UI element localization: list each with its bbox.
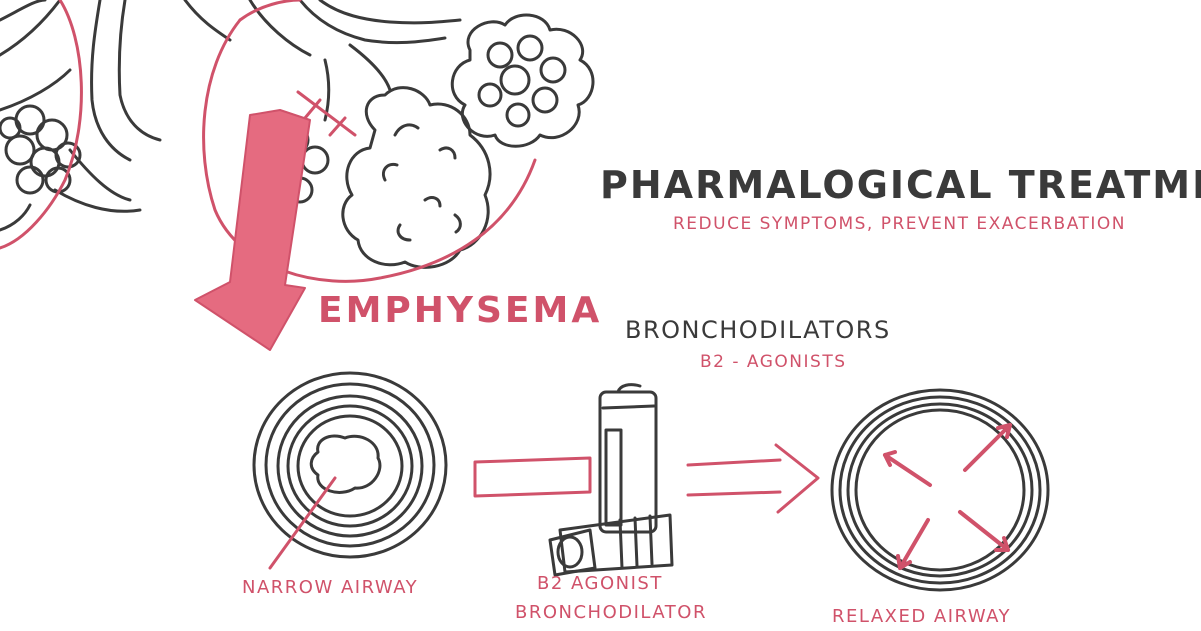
double-arrow bbox=[686, 443, 820, 514]
page-subtitle: REDUCE SYMPTOMS, PREVENT EXACERBATION bbox=[673, 214, 1127, 234]
drug-subclass-label: B2 - AGONISTS bbox=[700, 352, 847, 372]
relaxed-airway bbox=[830, 388, 1050, 592]
narrow-airway-pointer bbox=[268, 476, 337, 570]
alveoli-cluster-left bbox=[0, 104, 82, 195]
emphysema-label: EMPHYSEMA bbox=[318, 290, 603, 331]
narrow-airway-label: NARROW AIRWAY bbox=[242, 577, 419, 598]
lung-sketch bbox=[0, 0, 462, 232]
narrow-airway bbox=[252, 371, 448, 559]
hollow-arrow bbox=[473, 456, 592, 498]
alveoli-cluster-healthy bbox=[450, 13, 595, 148]
emphysema-sac bbox=[341, 86, 492, 269]
page-title: PHARMALOGICAL TREATMENT bbox=[600, 163, 1201, 207]
relaxed-airway-label: RELAXED AIRWAY bbox=[832, 606, 1012, 627]
inhaler-label-line2: BRONCHODILATOR bbox=[515, 602, 707, 623]
inhaler-label-line1: B2 AGONIST bbox=[537, 573, 663, 594]
emphysema-arrow bbox=[194, 109, 311, 351]
relaxed-airway-arrows bbox=[883, 423, 1012, 570]
inhaler-icon bbox=[548, 383, 674, 577]
drug-class-label: BRONCHODILATORS bbox=[625, 316, 891, 344]
